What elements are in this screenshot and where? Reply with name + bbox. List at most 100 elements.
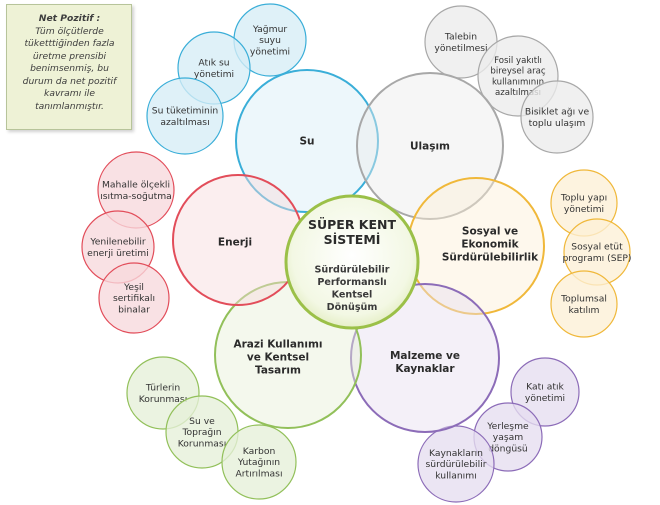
pillar-label-sosyal-line: Sosyal ve <box>462 226 518 238</box>
satellite-circle-sosyal-2 <box>550 270 618 338</box>
pillar-label-su: Su <box>299 136 314 148</box>
satellite-label-line: Korunması <box>139 394 188 405</box>
pillar-label-su-line: Su <box>299 136 314 148</box>
satellite-label-line: bireysel araç <box>490 67 546 77</box>
satellite-circle-enerji-2 <box>98 262 170 334</box>
center-title-line: SİSTEMİ <box>324 232 381 247</box>
satellite-label-line: Bisiklet ağı ve <box>525 107 590 118</box>
pillar-label-sosyal-line: Sürdürülebilirlik <box>442 252 539 264</box>
note-line: tanımlanmıştır. <box>35 100 104 112</box>
satellite-label-line: programı (SEP) <box>562 253 631 264</box>
satellite-label-line: sertifikalı <box>113 293 155 304</box>
pillar-label-ulasim: Ulaşım <box>410 141 450 153</box>
satellite-label-line: toplu ulaşım <box>529 118 586 129</box>
note-line: Tüm ölçütlerde <box>35 25 104 37</box>
pillar-label-ulasim-line: Ulaşım <box>410 141 450 153</box>
note-line: benimsenmiş, bu <box>30 63 109 75</box>
satellite-label-line: Toplu yapı <box>560 193 607 204</box>
satellite-label-line: Türlerin <box>145 383 180 394</box>
satellite-label-line: Yutağının <box>237 457 280 468</box>
pillar-label-sosyal-line: Ekonomik <box>461 239 519 251</box>
satellite-label-line: döngüsü <box>488 444 528 455</box>
pillar-circle-ulasim <box>356 72 504 220</box>
satellite-label-line: Fosil yakıtlı <box>494 56 542 66</box>
pillar-circle-malzeme <box>350 283 500 433</box>
satellite-label-line: yönetilmesi <box>434 43 487 54</box>
satellite-label-line: Toplumsal <box>560 294 607 305</box>
note-text: Net Pozitif : Tüm ölçütlerde tüketttiğin… <box>14 13 125 113</box>
satellite-label-line: yönetimi <box>525 393 565 404</box>
center-subtitle-line: Performanslı <box>317 277 386 288</box>
pillar-label-arazi-line: Tasarım <box>255 365 301 377</box>
pillar-label-arazi-line: Arazi Kullanımı <box>233 339 322 351</box>
center-subtitle-line: Sürdürülebilir <box>315 265 390 276</box>
satellite-label-line: yönetimi <box>250 47 290 58</box>
satellite-label-line: sürdürülebilir <box>426 459 487 470</box>
net-pozitif-note: Net Pozitif : Tüm ölçütlerde tüketttiğin… <box>6 4 132 130</box>
satellite-circle-ulasim-2 <box>520 80 594 154</box>
satellite-label-line: Talebin <box>444 32 477 43</box>
pillar-label-arazi-line: ve Kentsel <box>247 352 309 364</box>
satellite-label-line: suyu <box>259 35 281 46</box>
satellite-label-line: Sosyal etüt <box>571 242 623 253</box>
satellite-label-line: yönetimi <box>564 204 604 215</box>
satellite-label-line: Atık su <box>198 58 229 69</box>
center-title-line: SÜPER KENT <box>308 217 397 232</box>
satellite-label-line: Korunması <box>178 439 227 450</box>
satellite-label-line: ısıtma-soğutma <box>100 191 172 202</box>
pillar-label-malzeme-line: Kaynaklar <box>395 363 455 375</box>
satellite-label-line: Yeşil <box>123 282 144 293</box>
note-line: tüketttiğinden fazla <box>24 38 115 50</box>
satellite-label-line: Yenilenebilir <box>89 237 146 248</box>
satellite-label-line: Mahalle ölçekli <box>102 180 170 191</box>
satellite-label-line: katılım <box>569 305 600 316</box>
satellite-circle-arazi-2 <box>221 424 297 500</box>
center-subtitle-line: Dönüşüm <box>327 302 378 313</box>
note-title: Net Pozitif : <box>38 13 101 24</box>
satellite-label-line: Karbon <box>243 446 276 457</box>
satellite-label-line: Yerleşme <box>486 421 529 432</box>
satellite-label-line: Su tüketiminin <box>152 106 219 117</box>
satellite-label-line: Su ve <box>189 416 215 427</box>
note-line: üretme prensibi <box>32 50 107 62</box>
satellite-label-line: kullanımının <box>492 77 544 87</box>
satellite-label-line: Kaynakların <box>429 448 483 459</box>
satellite-circle-su-2 <box>146 77 224 155</box>
pillar-label-enerji: Enerji <box>218 237 252 249</box>
center-subtitle-line: Kentsel <box>332 290 373 301</box>
note-line: durum da net pozitif <box>22 75 117 87</box>
satellite-label-line: yönetimi <box>194 69 234 80</box>
satellite-label-line: Katı atık <box>526 382 564 393</box>
satellite-label-line: yaşam <box>493 432 523 443</box>
satellite-label-line: azaltılması <box>160 117 209 128</box>
pillar-label-malzeme-line: Malzeme ve <box>390 350 460 362</box>
satellite-label-line: kullanımı <box>435 471 476 482</box>
pillar-label-enerji-line: Enerji <box>218 237 252 249</box>
satellite-label-line: azaltılması <box>495 88 541 98</box>
satellite-label-line: Artırılması <box>235 469 282 480</box>
satellite-label-line: Yağmur <box>252 24 288 35</box>
satellite-label-line: binalar <box>118 305 150 316</box>
